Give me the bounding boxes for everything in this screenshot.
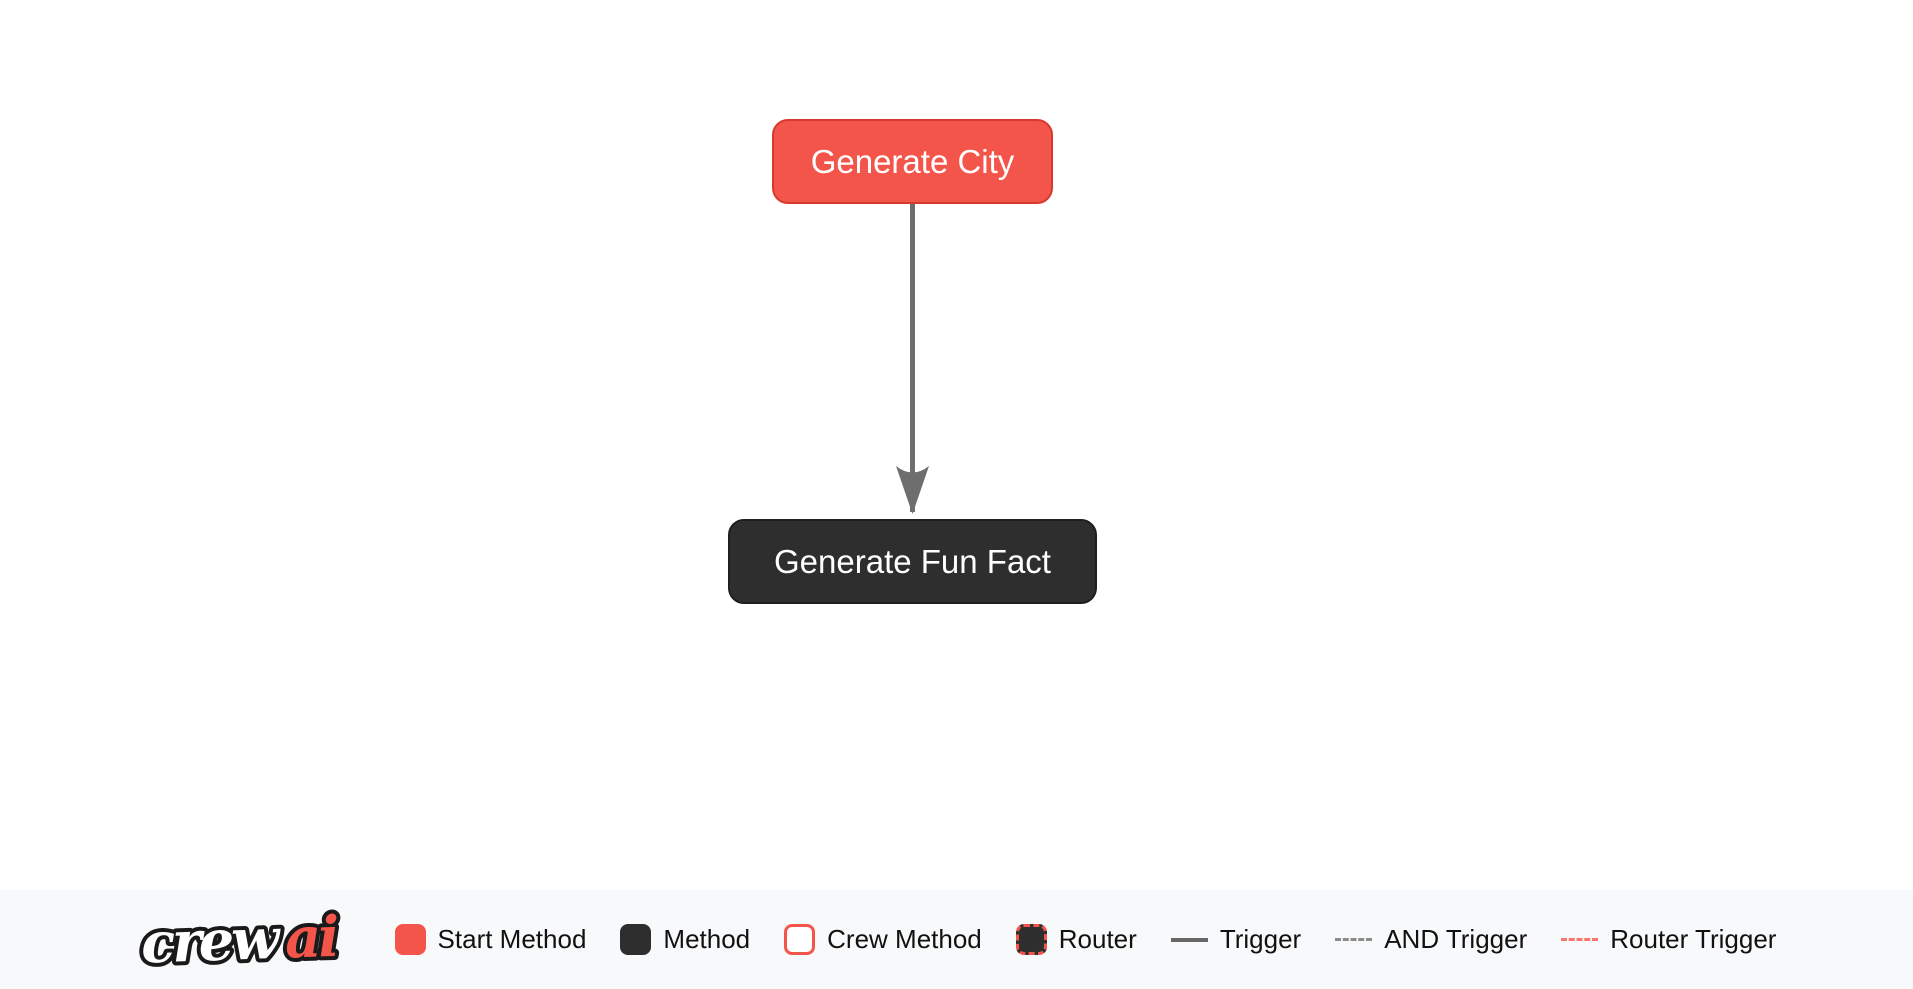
crew-method-swatch-icon — [784, 924, 816, 955]
legend-label: Trigger — [1219, 924, 1302, 954]
crewai-logo-crew: crew — [139, 905, 281, 976]
legend-item-router-trigger: Router Trigger — [1561, 924, 1776, 955]
legend-item-trigger: Trigger — [1170, 924, 1302, 955]
method-swatch-icon — [620, 924, 652, 955]
legend-label: Router — [1058, 924, 1137, 954]
and-trigger-line-icon — [1335, 938, 1373, 941]
node-generate-fun-fact[interactable]: Generate Fun Fact — [728, 519, 1097, 604]
node-generate-city-label: Generate City — [810, 142, 1015, 180]
node-generate-fun-fact-label: Generate Fun Fact — [774, 542, 1051, 580]
legend-label: Router Trigger — [1610, 924, 1777, 954]
node-generate-city[interactable]: Generate City — [772, 119, 1053, 204]
router-swatch-icon — [1015, 924, 1047, 955]
legend-bar: crew ai Start Method Method Crew Method … — [0, 890, 1913, 989]
crewai-logo: crew ai — [137, 901, 342, 979]
flow-canvas[interactable]: Generate City Generate Fun Fact — [0, 0, 1913, 890]
router-trigger-line-icon — [1561, 938, 1599, 941]
legend-label: Method — [663, 924, 751, 954]
trigger-line-icon — [1170, 937, 1208, 942]
legend-item-router: Router — [1015, 924, 1137, 955]
trigger-arrowhead-icon — [896, 466, 929, 514]
legend-item-method: Method — [620, 924, 750, 955]
legend-label: Start Method — [437, 924, 587, 954]
legend-item-crew-method: Crew Method — [784, 924, 982, 955]
crewai-logo-ai: ai — [283, 903, 338, 971]
legend-label: AND Trigger — [1384, 924, 1528, 954]
legend-label: Crew Method — [827, 924, 982, 954]
legend-item-start-method: Start Method — [394, 924, 587, 955]
start-method-swatch-icon — [394, 924, 426, 955]
legend-item-and-trigger: AND Trigger — [1335, 924, 1527, 955]
trigger-edge[interactable] — [0, 0, 1913, 890]
